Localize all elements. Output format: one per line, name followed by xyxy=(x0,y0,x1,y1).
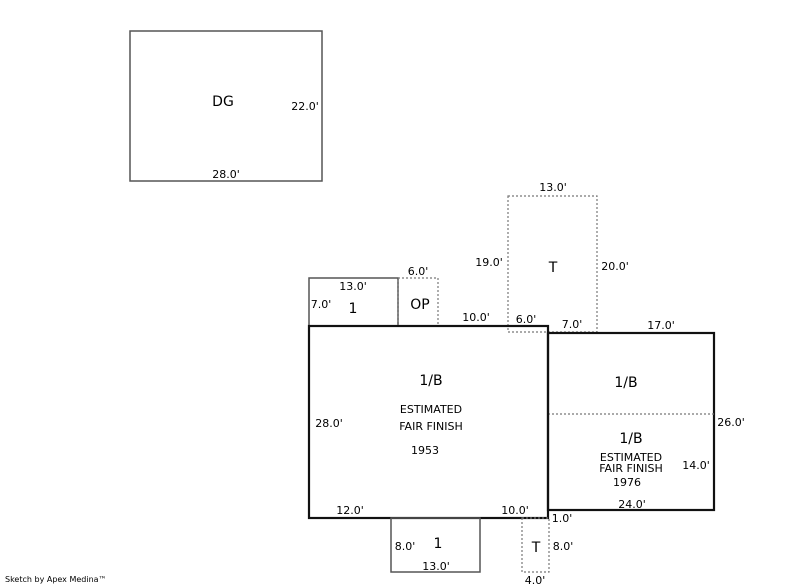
main-note1: ESTIMATED xyxy=(400,403,462,416)
main-dim-12: 12.0' xyxy=(336,504,364,517)
main-label: 1/B xyxy=(419,373,442,389)
top-room-1-label: 1 xyxy=(349,301,358,317)
top-t-dim-top: 13.0' xyxy=(539,181,567,194)
sketch-credit: Sketch by Apex Medina™ xyxy=(5,575,107,584)
right-dim-24: 24.0' xyxy=(618,498,646,511)
bottom-room-1 xyxy=(390,517,481,573)
right-dim-14: 14.0' xyxy=(682,459,710,472)
right-lower-note2: FAIR FINISH xyxy=(599,462,663,475)
bottom-t-dim-8: 8.0' xyxy=(553,540,574,553)
dg-dim-bottom: 28.0' xyxy=(212,168,240,181)
top-room-1-dim-side: 7.0' xyxy=(311,298,332,311)
main-dim-28: 28.0' xyxy=(315,417,343,430)
op-label: OP xyxy=(410,297,429,313)
dg-label: DG xyxy=(212,94,234,110)
right-dim-17: 17.0' xyxy=(647,319,675,332)
top-t-dim-right: 20.0' xyxy=(601,260,629,273)
top-t-label: T xyxy=(548,260,558,276)
right-upper-label: 1/B xyxy=(614,375,637,391)
right-lower-note1: ESTIMATED xyxy=(600,451,662,464)
right-lower-year: 1976 xyxy=(613,476,641,489)
top-room-1-dim-top: 13.0' xyxy=(339,280,367,293)
main-year: 1953 xyxy=(411,444,439,457)
op-dim-top: 6.0' xyxy=(408,265,429,278)
main-dim-10-top: 10.0' xyxy=(462,311,490,324)
bottom-t-label: T xyxy=(531,540,541,556)
bottom-t-area xyxy=(521,517,550,573)
bottom-room-1-dim-side: 8.0' xyxy=(395,540,416,553)
dg-area xyxy=(129,30,323,182)
main-dim-10-bottom: 10.0' xyxy=(501,504,529,517)
right-dim-7: 7.0' xyxy=(562,318,583,331)
bottom-t-dim-4: 4.0' xyxy=(525,574,546,587)
right-lower-label: 1/B xyxy=(619,431,642,447)
top-t-dim-left: 19.0' xyxy=(475,256,503,269)
main-dim-6: 6.0' xyxy=(516,313,537,326)
main-note2: FAIR FINISH xyxy=(399,420,463,433)
dg-dim-side: 22.0' xyxy=(291,100,319,113)
right-dim-26: 26.0' xyxy=(717,416,745,429)
bottom-room-1-dim-bottom: 13.0' xyxy=(422,560,450,573)
bottom-t-dim-1: 1.0' xyxy=(552,512,573,525)
bottom-room-1-label: 1 xyxy=(434,536,443,552)
